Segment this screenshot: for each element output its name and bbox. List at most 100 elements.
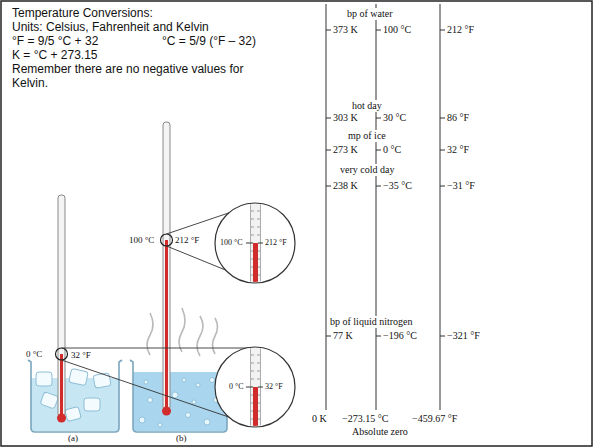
scale-label: 238 K	[333, 180, 358, 192]
scale-label: 373 K	[333, 24, 358, 36]
magnified-view	[215, 344, 295, 437]
tick-mark	[376, 118, 381, 119]
bubble	[158, 423, 162, 427]
bubble	[139, 417, 145, 423]
scale-label: −321 °F	[447, 330, 480, 342]
tick-mark	[440, 118, 445, 119]
scale-label: −273.15 °C	[342, 413, 388, 425]
tick-mark	[326, 118, 331, 119]
tick-mark	[257, 371, 260, 372]
tick-mark	[257, 267, 260, 268]
tick-mark	[440, 30, 445, 31]
tick-mark	[257, 411, 260, 412]
tick-mark	[257, 259, 260, 260]
scale-label: 0 K	[312, 413, 327, 425]
scale-label: 32 °F	[447, 144, 469, 156]
scale-label: 100 °C	[220, 238, 243, 248]
bubble	[210, 378, 215, 383]
bubble	[196, 383, 200, 387]
scale-label: 0 °C	[383, 144, 401, 156]
tick-mark	[440, 186, 445, 187]
tick-mark	[251, 371, 254, 372]
scale-label: very cold day	[338, 164, 396, 176]
tick-mark	[251, 363, 254, 364]
tick-mark	[257, 403, 260, 404]
scale-label: 0 °C	[229, 382, 244, 392]
tick-mark	[251, 227, 254, 228]
thermometer	[161, 122, 173, 416]
note-text: Temperature Conversions:	[12, 6, 153, 20]
bubble	[192, 400, 196, 404]
note-text: °C = 5/9 (°F – 32)	[162, 34, 256, 48]
tick-mark	[251, 259, 254, 260]
tick-mark	[326, 186, 331, 187]
tick-mark	[251, 275, 254, 276]
note-text: K = °C + 273.15	[12, 48, 98, 62]
tick-mark	[257, 235, 260, 236]
thermometer	[56, 195, 68, 423]
tick-mark	[251, 411, 254, 412]
tick-mark	[251, 267, 254, 268]
scale-label: −196 °C	[383, 330, 417, 342]
tick-mark	[440, 336, 445, 337]
scale-label: 212 °F	[265, 238, 287, 248]
tick-mark	[257, 275, 260, 276]
tick-mark	[257, 219, 260, 220]
tick-mark	[257, 251, 260, 252]
note-text: °F = 9/5 °C + 32	[12, 34, 98, 48]
bubble	[148, 398, 153, 403]
tick-mark	[326, 150, 331, 151]
scale-label: 86 °F	[447, 112, 469, 124]
tick-mark	[326, 30, 331, 31]
tick-mark	[257, 355, 260, 356]
tick-mark	[376, 150, 381, 151]
bubble	[186, 413, 191, 418]
scale-label: 303 K	[333, 112, 358, 124]
tick-mark	[251, 355, 254, 356]
note-text: Units: Celsius, Fahrenheit and Kelvin	[12, 20, 209, 34]
tick-mark	[251, 379, 254, 380]
tick-mark	[251, 395, 254, 396]
temperature-scales	[326, 4, 445, 410]
scale-label: bp of liquid nitrogen	[328, 316, 415, 328]
note-text: Remember there are no negative values fo…	[12, 62, 257, 90]
tick-mark	[257, 211, 260, 212]
tick-mark	[376, 336, 381, 337]
scale-label: 0 °C	[26, 349, 42, 359]
scale-label: −31 °F	[447, 180, 475, 192]
tick-mark	[257, 419, 260, 420]
ice-beaker	[28, 360, 122, 432]
scale-label: (a)	[68, 433, 78, 443]
scale-label: 32 °F	[71, 350, 91, 360]
tick-mark	[251, 235, 254, 236]
bubble	[182, 378, 186, 382]
scale-label: mp of ice	[346, 130, 388, 142]
scale-label: −459.67 °F	[412, 413, 457, 425]
scale-label: Absolute zero	[352, 426, 408, 438]
tick-mark	[251, 211, 254, 212]
tick-mark	[376, 186, 381, 187]
magnified-view	[215, 200, 295, 293]
scale-label: 100 °C	[383, 24, 411, 36]
tick-mark	[257, 379, 260, 380]
tick-mark	[376, 30, 381, 31]
tick-mark	[257, 363, 260, 364]
tick-mark	[257, 227, 260, 228]
bubble	[144, 380, 148, 384]
tick-mark	[440, 150, 445, 151]
scale-label: −35 °C	[383, 180, 412, 192]
tick-mark	[251, 251, 254, 252]
scale-label: 212 °F	[175, 235, 199, 245]
tick-mark	[251, 403, 254, 404]
scale-label: 77 K	[333, 330, 353, 342]
tick-mark	[251, 419, 254, 420]
tick-mark	[251, 219, 254, 220]
scale-label: 212 °F	[447, 24, 474, 36]
scale-label: (b)	[176, 433, 187, 443]
scale-label: 30 °C	[383, 112, 406, 124]
boiling-beaker	[130, 308, 230, 432]
tick-mark	[257, 395, 260, 396]
bubble	[204, 419, 210, 425]
